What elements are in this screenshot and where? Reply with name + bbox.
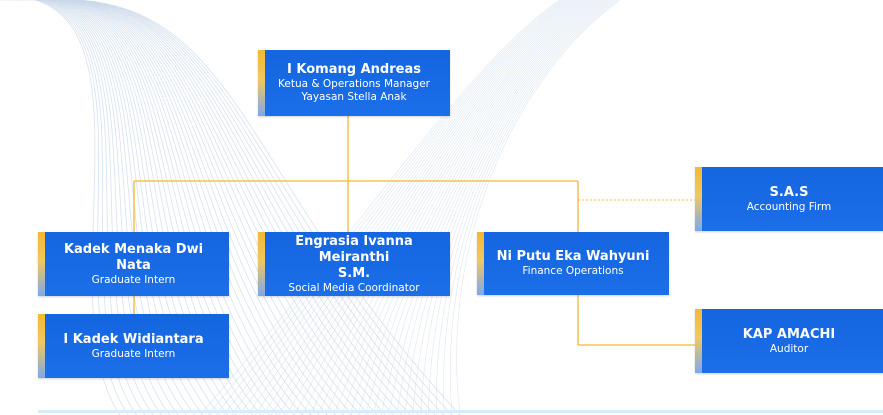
org-node-kadek-menaka[interactable]: Kadek Menaka Dwi Nata Graduate Intern <box>38 232 229 296</box>
wave-line <box>27 0 353 415</box>
wave-line <box>270 0 577 415</box>
wave-line <box>246 0 572 415</box>
node-name: Kadek Menaka Dwi Nata <box>63 241 204 273</box>
accent-bar <box>695 167 702 231</box>
accent-bar <box>258 50 265 116</box>
wave-line <box>380 0 603 415</box>
accent-bar <box>258 232 265 296</box>
org-node-kap[interactable]: KAP AMACHI Auditor <box>695 309 883 373</box>
wave-line <box>254 0 573 415</box>
org-node-engrasia[interactable]: Engrasia Ivanna Meiranthi S.M. Social Me… <box>258 232 450 296</box>
wave-line <box>396 0 606 415</box>
node-role: Auditor <box>769 342 809 355</box>
wave-line <box>412 0 610 415</box>
wave-line <box>207 0 563 415</box>
wave-line <box>43 0 428 415</box>
node-role: Graduate Intern <box>91 273 176 286</box>
wave-line <box>39 0 411 415</box>
wave-line <box>286 0 581 415</box>
node-name: I Komang Andreas <box>287 62 421 77</box>
wave-line <box>302 0 584 415</box>
wave-line <box>420 0 612 415</box>
accent-bar <box>38 232 45 296</box>
wave-line <box>15 0 295 415</box>
wave-line <box>199 0 561 415</box>
node-name: Ni Putu Eka Wahyuni <box>496 249 650 264</box>
wave-line <box>20 0 320 415</box>
node-role: Accounting Firm <box>746 200 832 213</box>
wave-line <box>215 0 564 415</box>
wave-line <box>388 0 604 415</box>
wave-line <box>17 0 303 415</box>
wave-line <box>29 0 361 415</box>
wave-line <box>262 0 575 415</box>
wave-line <box>223 0 566 415</box>
wave-line <box>325 0 590 415</box>
wave-line <box>19 0 312 415</box>
node-name: I Kadek Widiantara <box>63 331 204 347</box>
wave-line <box>435 0 615 415</box>
wave-line <box>14 0 287 415</box>
wave-line <box>349 0 595 415</box>
wave-line <box>428 0 613 415</box>
accent-bar <box>477 232 484 295</box>
accent-bar <box>695 309 702 373</box>
org-node-andreas[interactable]: I Komang Andreas Ketua & Operations Mana… <box>258 50 450 116</box>
wave-line <box>31 0 370 415</box>
wave-line <box>341 0 593 415</box>
node-name-line2: S.M. <box>337 265 371 281</box>
node-role: Social Media Coordinator <box>288 281 420 294</box>
wave-line <box>231 0 568 415</box>
wave-line <box>34 0 386 415</box>
org-node-widiantara[interactable]: I Kadek Widiantara Graduate Intern <box>38 314 229 378</box>
wave-line <box>32 0 378 415</box>
node-name: S.A.S <box>769 184 809 200</box>
org-node-ni-putu[interactable]: Ni Putu Eka Wahyuni Finance Operations <box>477 232 669 295</box>
wave-line <box>38 0 403 415</box>
node-role-line2: Yayasan Stella Anak <box>301 91 407 103</box>
wave-line <box>41 0 419 415</box>
footer-divider <box>38 410 883 413</box>
accent-bar <box>38 314 45 378</box>
wave-line <box>443 0 617 415</box>
wave-line <box>309 0 586 415</box>
wave-line <box>46 0 444 415</box>
org-node-sas[interactable]: S.A.S Accounting Firm <box>695 167 883 231</box>
node-role: Ketua & Operations Manager <box>278 78 430 90</box>
wave-line <box>333 0 592 415</box>
wave-line <box>50 0 461 415</box>
wave-line <box>372 0 601 415</box>
wave-line <box>44 0 436 415</box>
node-name: Engrasia Ivanna Meiranthi <box>295 233 413 265</box>
wave-line <box>317 0 588 415</box>
wave-line <box>449 0 619 415</box>
wave-line <box>36 0 394 415</box>
node-name: KAP AMACHI <box>742 326 836 342</box>
node-role: Finance Operations <box>522 265 624 277</box>
wave-line <box>239 0 570 415</box>
node-role: Graduate Intern <box>91 347 176 360</box>
wave-line <box>404 0 608 415</box>
wave-line <box>456 0 621 415</box>
wave-line <box>48 0 452 415</box>
wave-line <box>365 0 599 415</box>
wave-line <box>278 0 579 415</box>
wave-line <box>357 0 597 415</box>
wave-line <box>294 0 583 415</box>
